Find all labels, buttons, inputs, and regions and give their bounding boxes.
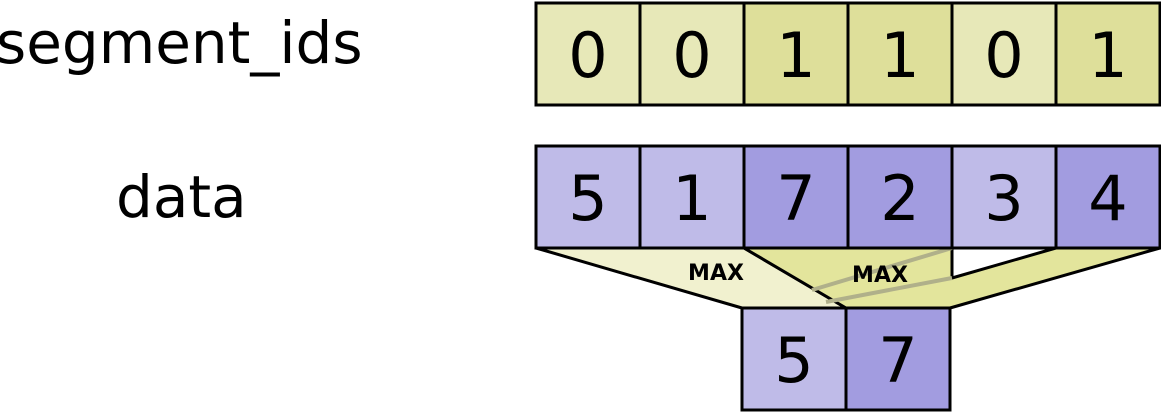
data-cell-value: 5 <box>568 162 607 235</box>
segment-id-cell: 1 <box>742 1 850 107</box>
data-cell: 2 <box>846 144 954 250</box>
data-cell: 5 <box>534 144 642 250</box>
segment-ids-label: segment_ids <box>0 9 363 77</box>
data-cell-value: 3 <box>984 162 1023 235</box>
data-cell-value: 7 <box>776 162 815 235</box>
segment-id-cell: 1 <box>846 1 954 107</box>
result-cell: 5 <box>740 306 848 412</box>
data-cell-box <box>846 144 954 250</box>
segment-id-cell-value: 1 <box>1088 19 1127 92</box>
result-cell: 7 <box>844 306 952 412</box>
data-cell-box <box>638 144 746 250</box>
segment-id-cell-value: 1 <box>880 19 919 92</box>
segment-id-cell-box <box>638 1 746 107</box>
segment-id-cell-box <box>1054 1 1161 107</box>
data-label: data <box>116 163 247 231</box>
data-cell: 4 <box>1054 144 1161 250</box>
data-cell: 3 <box>950 144 1058 250</box>
funnel-overlap-line <box>811 246 953 292</box>
segment-id-cell: 0 <box>638 1 746 107</box>
data-cell-box <box>742 144 850 250</box>
funnels-layer: MAX MAX <box>534 246 1161 310</box>
data-cell-value: 4 <box>1088 162 1127 235</box>
result-cell-value: 7 <box>878 324 917 397</box>
segment-id-cell-value: 1 <box>776 19 815 92</box>
funnel-overlap-line <box>825 276 953 304</box>
max-label-segment-1: MAX <box>852 263 908 288</box>
data-cell-value: 2 <box>880 162 919 235</box>
data-cell-box <box>1054 144 1161 250</box>
max-label-segment-0: MAX <box>688 261 744 286</box>
segment-id-cell-value: 0 <box>672 19 711 92</box>
result-cell-box <box>844 306 952 412</box>
segment-id-cell-box <box>534 1 642 107</box>
segment-id-cell-value: 0 <box>568 19 607 92</box>
result-cell-value: 5 <box>774 324 813 397</box>
data-cell: 7 <box>742 144 850 250</box>
segment-id-cell: 0 <box>534 1 642 107</box>
data-cell: 1 <box>638 144 746 250</box>
segment-id-cell: 0 <box>950 1 1058 107</box>
segment-id-cell-value: 0 <box>984 19 1023 92</box>
segment-id-cell-box <box>846 1 954 107</box>
data-cell-box <box>950 144 1058 250</box>
data-cell-value: 1 <box>672 162 711 235</box>
segment-id-cell: 1 <box>1054 1 1161 107</box>
